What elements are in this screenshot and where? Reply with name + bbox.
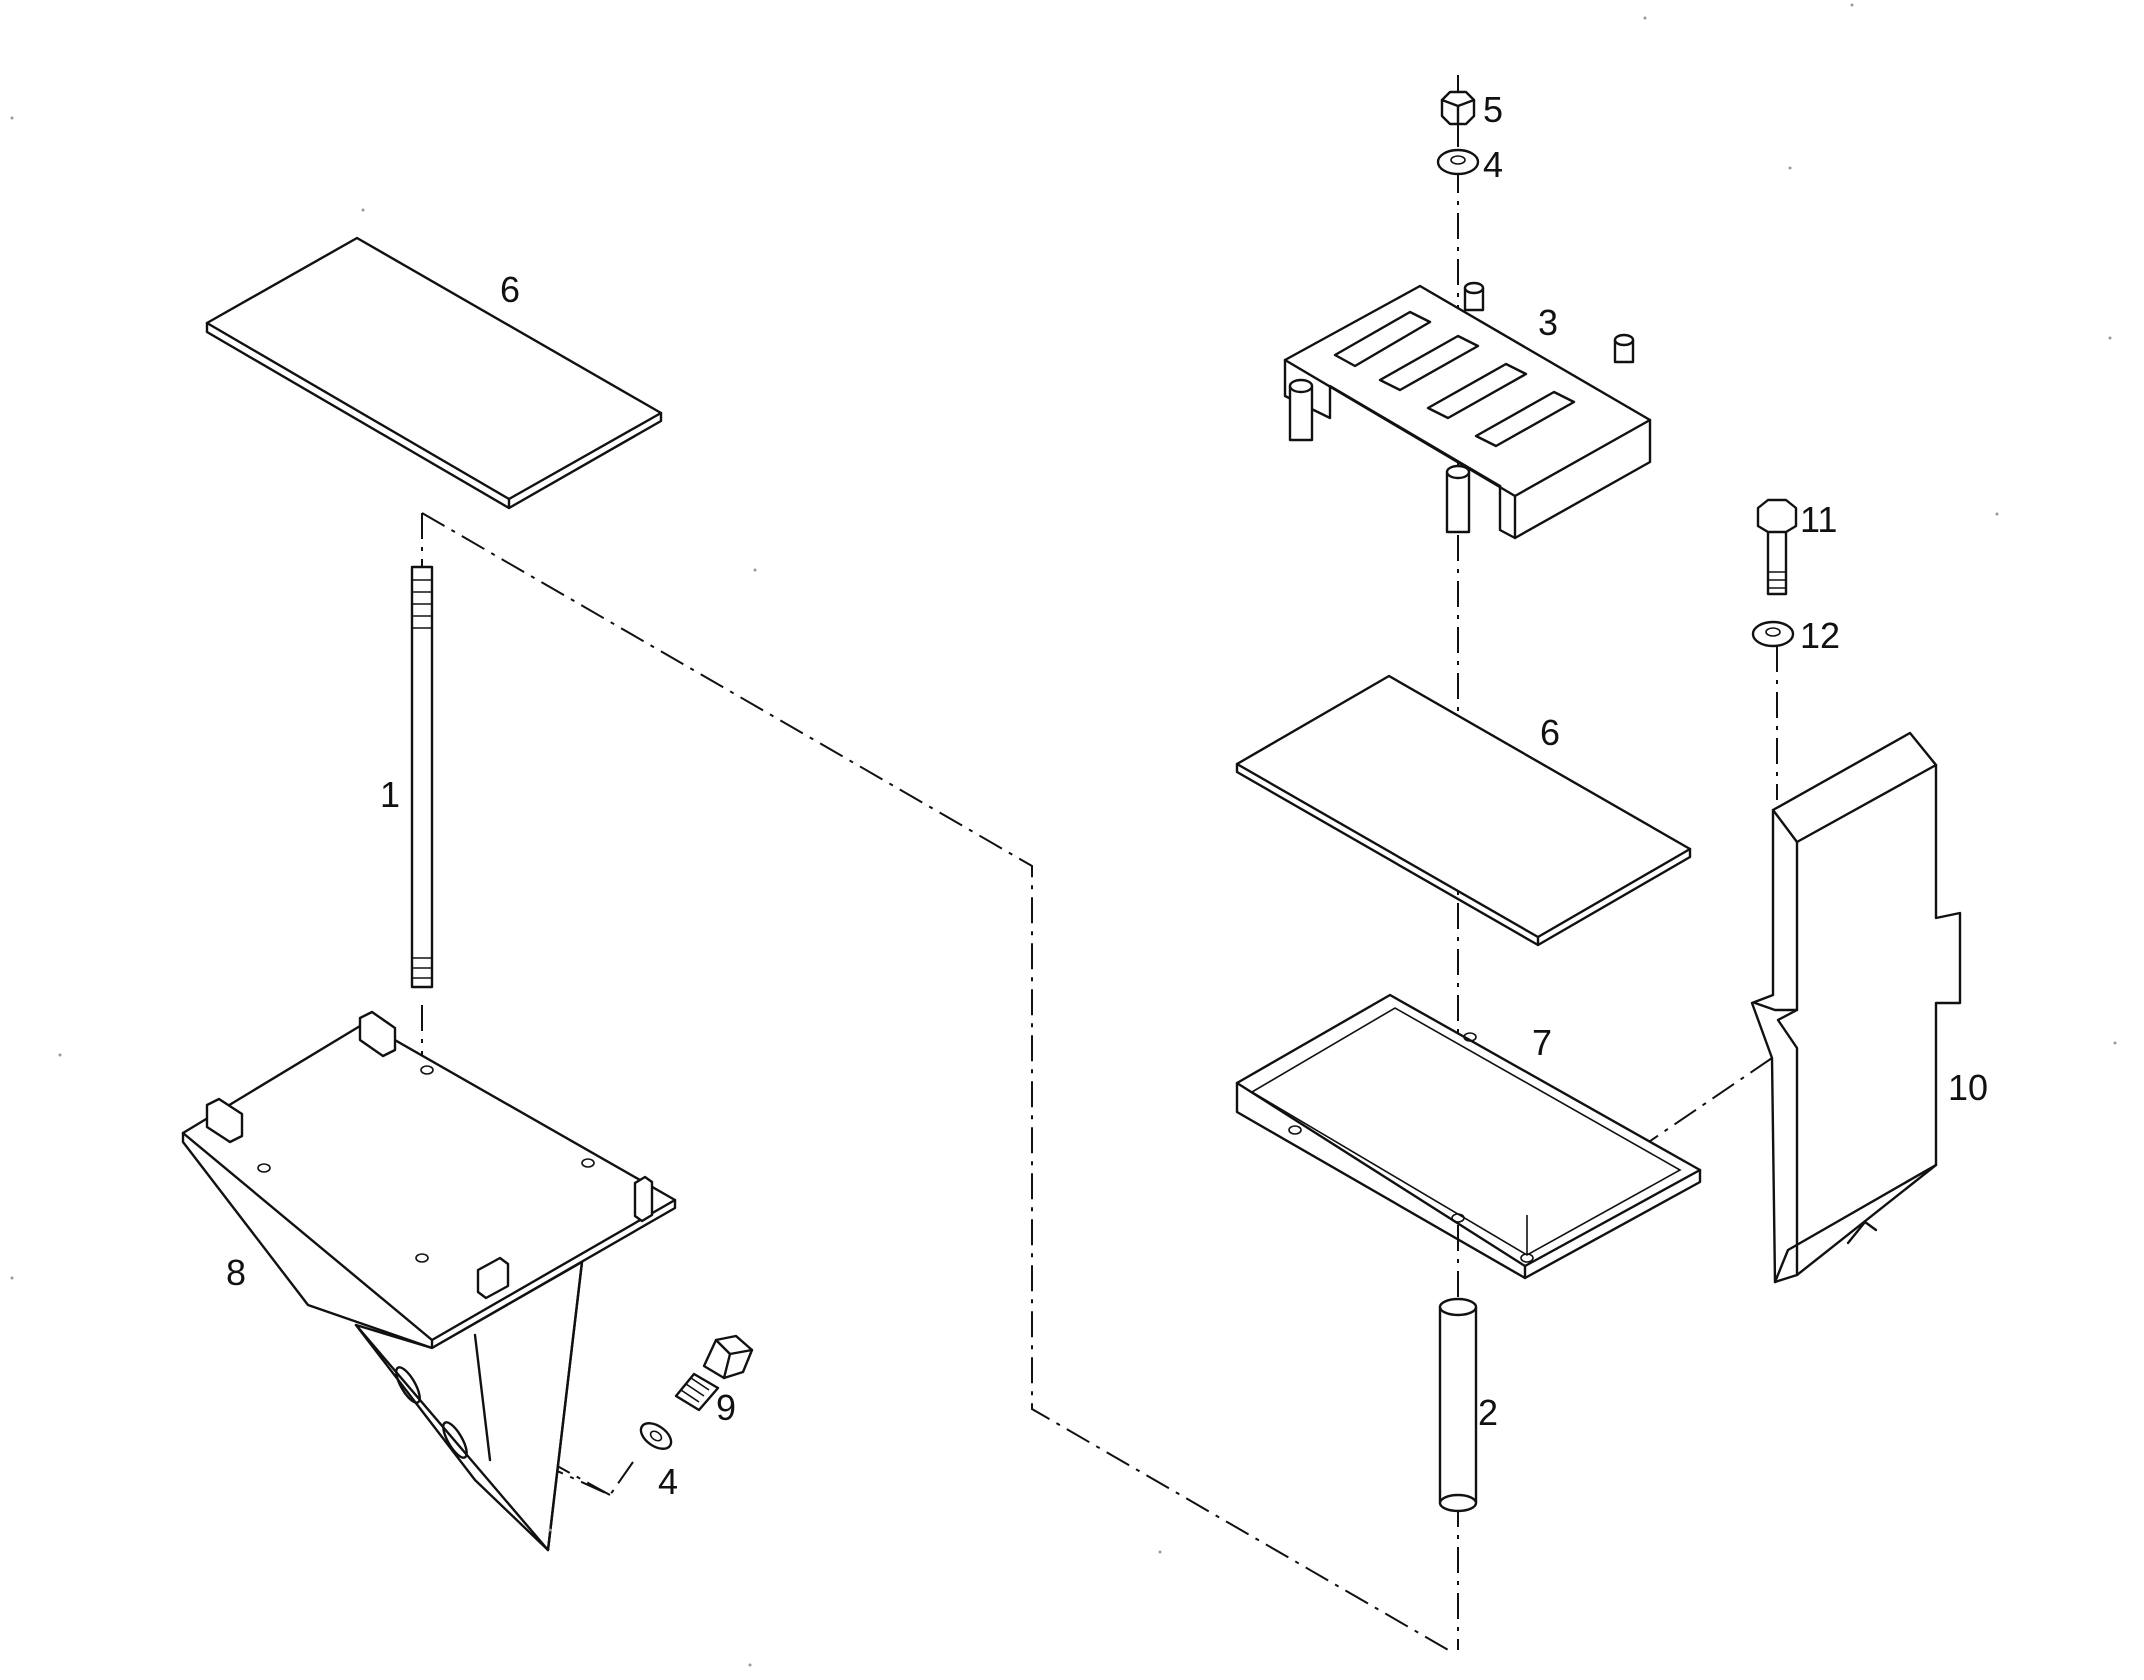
label-part-11: 11	[1800, 499, 1837, 540]
tray-7	[1235, 993, 1702, 1280]
label-part-5: 5	[1483, 89, 1503, 130]
bolt-11	[1756, 498, 1798, 596]
label-part-10: 10	[1948, 1067, 1988, 1108]
label-part-8: 8	[226, 1252, 246, 1293]
label-part-6-left: 6	[500, 269, 520, 310]
label-part-2: 2	[1478, 1392, 1498, 1433]
washer-12	[1751, 620, 1795, 648]
bolt-9	[674, 1334, 754, 1412]
label-part-4-bottom: 4	[658, 1461, 678, 1502]
nut-5	[1440, 90, 1476, 126]
label-part-3: 3	[1538, 302, 1558, 343]
label-part-6-right: 6	[1540, 712, 1560, 753]
scan-specks	[10, 3, 2117, 1667]
label-part-7: 7	[1532, 1022, 1552, 1063]
spacer-2	[1438, 1297, 1478, 1513]
plate-6-left	[205, 236, 663, 510]
label-part-12: 12	[1800, 615, 1840, 656]
threaded-rod-1	[410, 565, 434, 989]
washer-4-top	[1436, 148, 1480, 176]
label-part-1: 1	[380, 774, 400, 815]
plate-6-right	[1235, 674, 1692, 947]
washer-4-bottom	[639, 1422, 673, 1450]
label-part-4-top: 4	[1483, 144, 1503, 185]
label-part-9: 9	[716, 1387, 736, 1428]
bracket-8	[181, 1010, 677, 1552]
part-labels: 6 1 8 9 4 5 4 3 11 12 6 7 10 2	[226, 89, 1988, 1502]
frame-3	[1283, 281, 1652, 540]
cover-10	[1750, 731, 1962, 1284]
